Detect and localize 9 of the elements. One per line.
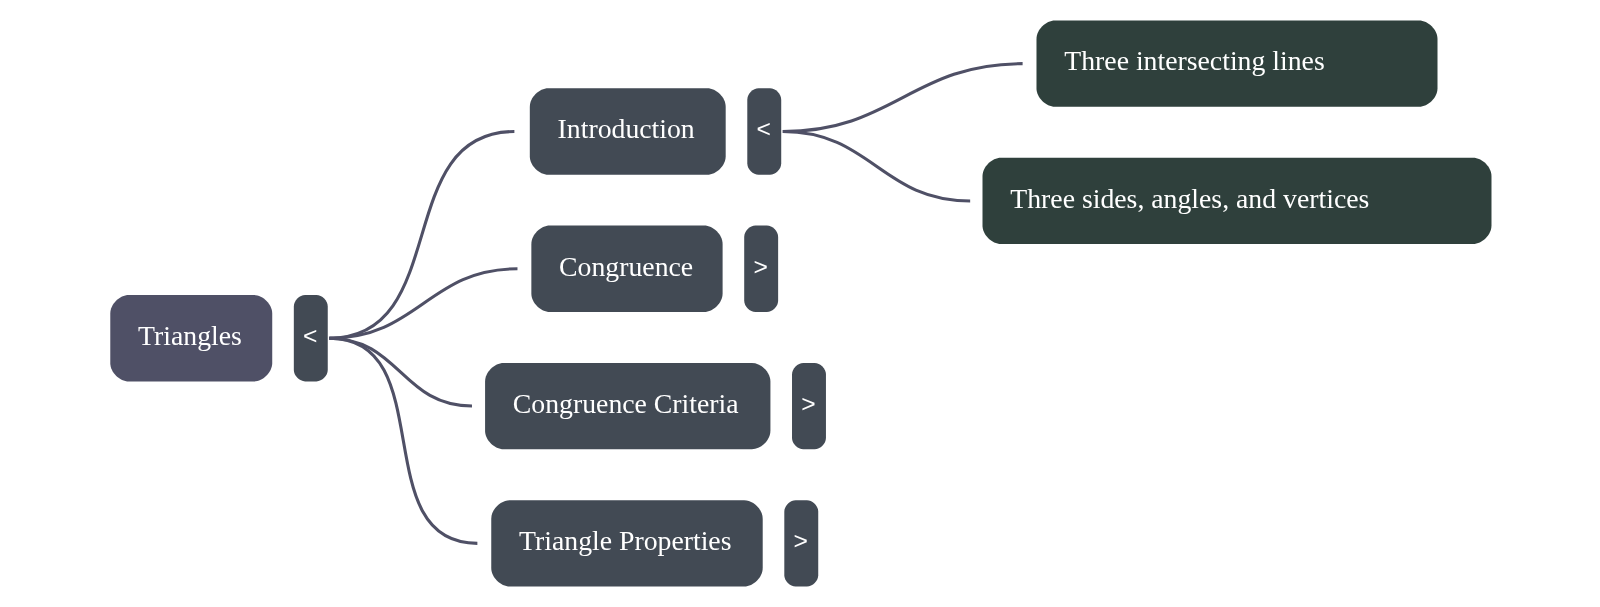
- node-box: Three intersecting lines: [1036, 20, 1437, 107]
- node-label: <: [302, 322, 317, 350]
- connector: [328, 336, 478, 545]
- connector: [782, 130, 970, 203]
- node-label: >: [800, 389, 816, 417]
- node-label: >: [793, 527, 808, 555]
- node-label: <: [756, 115, 771, 143]
- node-label: >: [752, 252, 768, 280]
- node-box: Three sides, angles, and vertices: [982, 157, 1491, 245]
